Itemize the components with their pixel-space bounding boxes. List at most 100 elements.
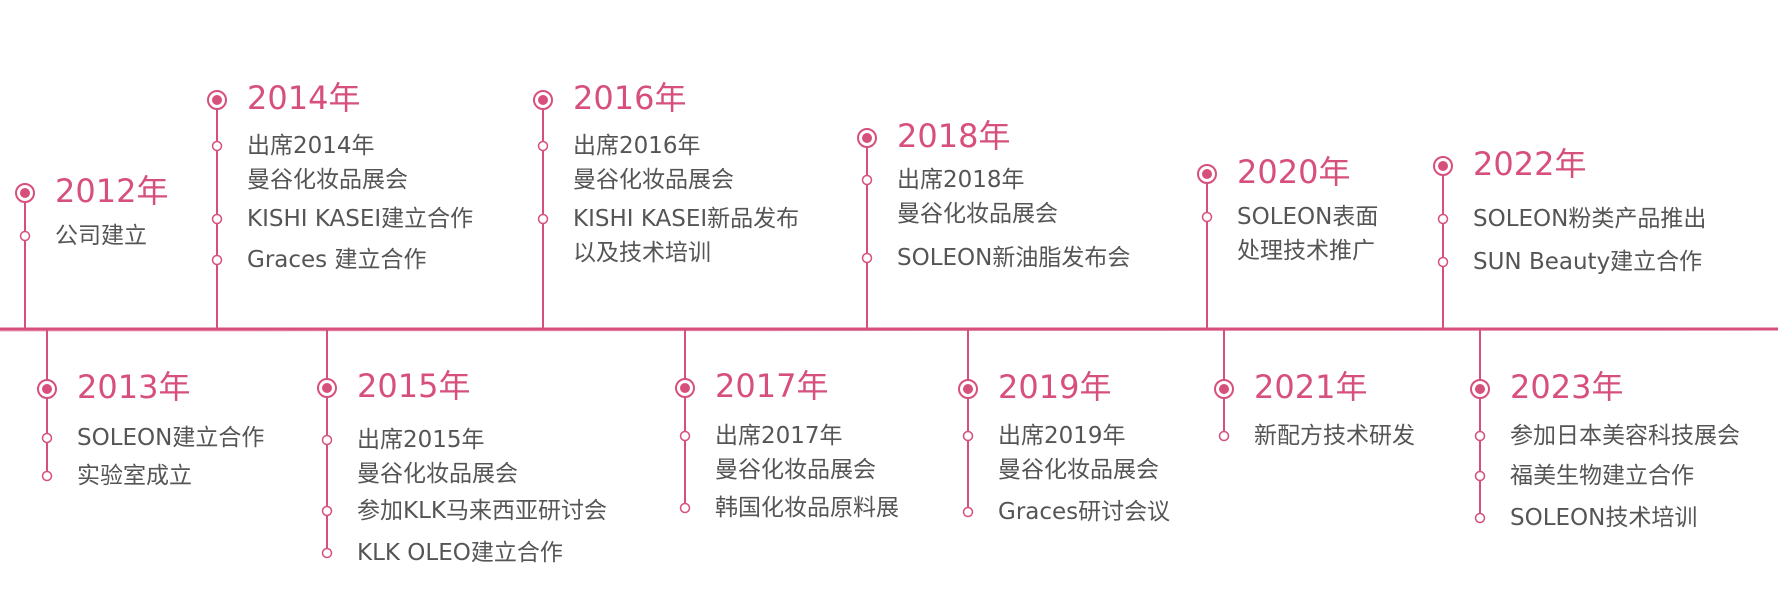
year-marker-inner-2023	[1475, 384, 1485, 394]
item-dot-2015-0	[321, 434, 333, 446]
event-item-2012-0: 公司建立	[55, 219, 147, 253]
event-item-line: SOLEON新油脂发布会	[897, 245, 1131, 271]
year-label-2014: 2014年	[247, 79, 361, 117]
event-item-line: KISHI KASEI建立合作	[247, 206, 474, 232]
year-marker-inner-2017	[680, 383, 690, 393]
year-marker-inner-2014	[212, 95, 222, 105]
item-dot-2021-0	[1218, 430, 1230, 442]
item-dot-2016-1	[537, 213, 549, 225]
year-marker-inner-2019	[963, 384, 973, 394]
event-item-2014-2: Graces 建立合作	[247, 243, 426, 277]
year-label-2016: 2016年	[573, 79, 687, 117]
item-dot-2013-0	[41, 432, 53, 444]
event-item-line: KISHI KASEI新品发布	[573, 206, 800, 232]
year-label-2022: 2022年	[1473, 145, 1587, 183]
item-dot-2015-1	[321, 505, 333, 517]
event-item-2019-1: Graces研讨会议	[998, 495, 1170, 529]
event-item-line: 出席2019年	[998, 423, 1126, 449]
event-item-line: 出席2016年	[573, 133, 701, 159]
event-item-line: KLK OLEO建立合作	[357, 540, 563, 566]
event-item-line: 曼谷化妆品展会	[573, 167, 734, 193]
year-marker-inner-2020	[1202, 169, 1212, 179]
year-label-2013: 2013年	[77, 368, 191, 406]
event-item-line: 曼谷化妆品展会	[998, 457, 1159, 483]
item-dot-2023-1	[1474, 470, 1486, 482]
event-item-2014-1: KISHI KASEI建立合作	[247, 202, 473, 236]
item-dot-2019-1	[962, 506, 974, 518]
event-item-line: SOLEON粉类产品推出	[1473, 206, 1707, 232]
year-label-2015: 2015年	[357, 367, 471, 405]
event-item-line: 实验室成立	[77, 463, 192, 489]
event-item-2018-0: 出席2018年曼谷化妆品展会	[897, 163, 1058, 231]
item-dot-2019-0	[962, 430, 974, 442]
item-dot-2018-0	[861, 174, 873, 186]
year-marker-inner-2018	[862, 133, 872, 143]
item-dot-2018-1	[861, 252, 873, 264]
event-item-line: 曼谷化妆品展会	[357, 461, 518, 487]
year-label-2019: 2019年	[998, 368, 1112, 406]
item-dot-2023-0	[1474, 430, 1486, 442]
item-dot-2016-0	[537, 140, 549, 152]
event-item-2015-2: KLK OLEO建立合作	[357, 536, 563, 570]
event-item-2018-1: SOLEON新油脂发布会	[897, 241, 1130, 275]
event-item-2016-0: 出席2016年曼谷化妆品展会	[573, 129, 734, 197]
year-marker-inner-2021	[1219, 384, 1229, 394]
item-dot-2017-1	[679, 502, 691, 514]
item-dot-2020-0	[1201, 211, 1213, 223]
event-item-line: SOLEON表面	[1237, 204, 1379, 230]
item-dot-2022-0	[1437, 213, 1449, 225]
event-item-line: Graces 建立合作	[247, 247, 427, 273]
event-item-line: 处理技术推广	[1237, 238, 1375, 264]
event-item-line: 出席2014年	[247, 133, 375, 159]
item-dot-2015-2	[321, 547, 333, 559]
event-item-2014-0: 出席2014年曼谷化妆品展会	[247, 129, 408, 197]
event-item-line: SUN Beauty建立合作	[1473, 249, 1703, 275]
event-item-line: Graces研讨会议	[998, 499, 1171, 525]
event-item-line: 公司建立	[55, 223, 147, 249]
event-item-2013-0: SOLEON建立合作	[77, 421, 264, 455]
year-marker-inner-2016	[538, 95, 548, 105]
event-item-2023-0: 参加日本美容科技展会	[1510, 419, 1740, 453]
event-item-line: 出席2015年	[357, 427, 485, 453]
item-dot-2014-2	[211, 254, 223, 266]
event-item-2020-0: SOLEON表面处理技术推广	[1237, 200, 1378, 268]
year-label-2012: 2012年	[55, 172, 169, 210]
item-dot-2023-2	[1474, 512, 1486, 524]
event-item-line: 曼谷化妆品展会	[247, 167, 408, 193]
event-item-line: SOLEON技术培训	[1510, 505, 1698, 531]
year-label-2021: 2021年	[1254, 368, 1368, 406]
event-item-line: 新配方技术研发	[1254, 423, 1415, 449]
event-item-line: 参加KLK马来西亚研讨会	[357, 498, 607, 524]
event-item-line: 出席2018年	[897, 167, 1025, 193]
event-item-2021-0: 新配方技术研发	[1254, 419, 1415, 453]
event-item-2019-0: 出席2019年曼谷化妆品展会	[998, 419, 1159, 487]
year-marker-inner-2012	[20, 188, 30, 198]
event-item-line: SOLEON建立合作	[77, 425, 265, 451]
year-marker-inner-2013	[42, 384, 52, 394]
item-dot-2014-1	[211, 213, 223, 225]
event-item-line: 曼谷化妆品展会	[715, 457, 876, 483]
item-dot-2013-1	[41, 470, 53, 482]
item-dot-2017-0	[679, 430, 691, 442]
event-item-line: 以及技术培训	[573, 240, 711, 266]
event-item-line: 福美生物建立合作	[1510, 463, 1694, 489]
event-item-line: 韩国化妆品原料展	[715, 495, 899, 521]
event-item-2023-1: 福美生物建立合作	[1510, 459, 1694, 493]
item-dot-2022-1	[1437, 256, 1449, 268]
timeline-axis-texture	[0, 329, 1778, 332]
event-item-2022-0: SOLEON粉类产品推出	[1473, 202, 1706, 236]
event-item-2015-0: 出席2015年曼谷化妆品展会	[357, 423, 518, 491]
year-marker-inner-2015	[322, 383, 332, 393]
item-dot-2014-0	[211, 140, 223, 152]
event-item-2017-0: 出席2017年曼谷化妆品展会	[715, 419, 876, 487]
year-label-2017: 2017年	[715, 367, 829, 405]
event-item-line: 参加日本美容科技展会	[1510, 423, 1740, 449]
item-dot-2012-0	[19, 230, 31, 242]
year-label-2020: 2020年	[1237, 153, 1351, 191]
event-item-line: 出席2017年	[715, 423, 843, 449]
event-item-line: 曼谷化妆品展会	[897, 201, 1058, 227]
event-item-2023-2: SOLEON技术培训	[1510, 501, 1697, 535]
event-item-2022-1: SUN Beauty建立合作	[1473, 245, 1702, 279]
